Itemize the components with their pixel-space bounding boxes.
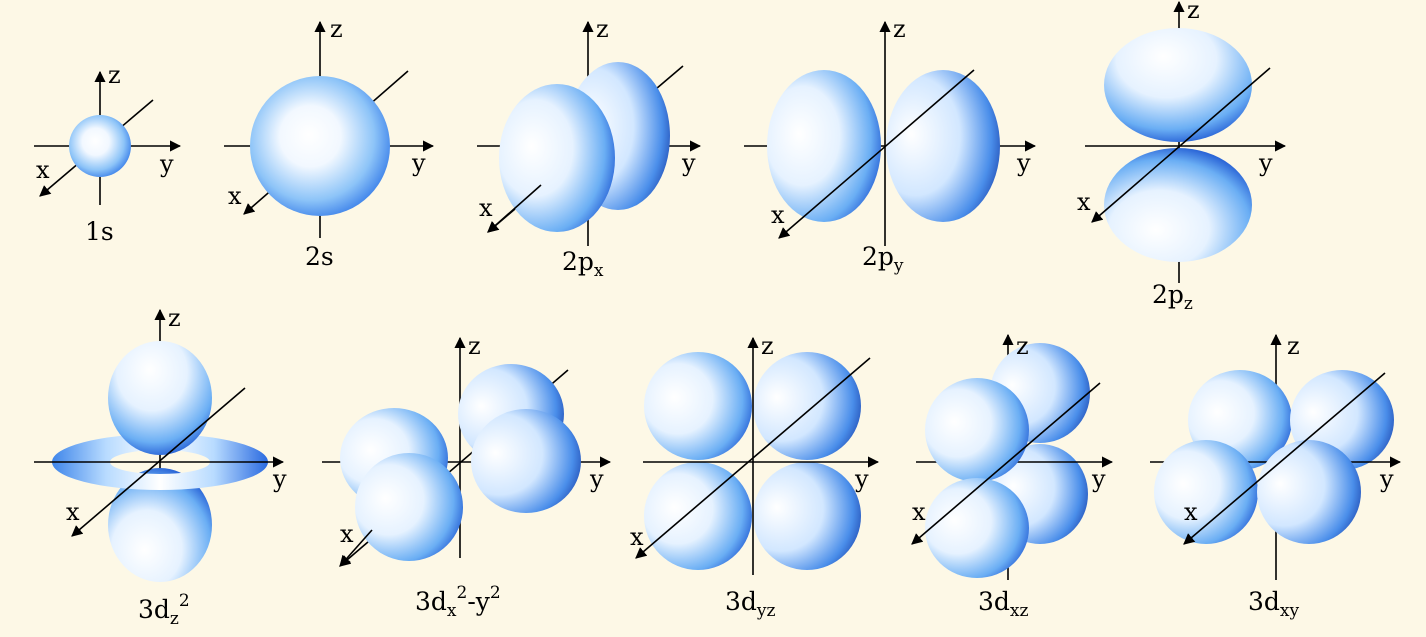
y-axis-label: y	[1258, 149, 1273, 177]
orbital-label: 2px	[562, 247, 604, 281]
orbital-label: 3dxy	[1248, 587, 1300, 621]
y-axis-label: y	[1091, 465, 1106, 493]
orbital-2s: z y x 2s	[224, 15, 435, 271]
z-axis-label: z	[468, 332, 481, 360]
x-axis-label: x	[66, 498, 80, 526]
orbital-2pz: z y x 2pz	[1077, 0, 1287, 314]
x-axis-label: x	[1077, 188, 1091, 216]
y-axis-label: y	[681, 149, 696, 177]
orbital-label: 1s	[85, 217, 114, 246]
x-axis-label: x	[228, 182, 242, 210]
y-axis-label: y	[1016, 149, 1031, 177]
orbital-label: 2pz	[1152, 280, 1193, 314]
z-axis-label: z	[1016, 332, 1029, 360]
z-axis-label: z	[596, 15, 609, 43]
orbital-label: 3dz2	[138, 591, 190, 629]
orbital-3dxz: z y x 3dxz	[911, 332, 1114, 621]
orbital-label: 3dxz	[978, 587, 1029, 621]
orbital-3dz2: z y x 3dz2	[34, 304, 287, 629]
z-axis-label: z	[168, 304, 181, 332]
z-axis-label: z	[1187, 0, 1200, 24]
y-axis-label: y	[411, 149, 426, 177]
orbital-2py: z y x 2py	[744, 15, 1037, 276]
orbital-3dx2-y2: z y x 3dx2-y2	[322, 332, 612, 621]
orbital-label: 3dx2-y2	[415, 583, 501, 621]
x-axis-label: x	[771, 201, 785, 229]
orbital-label: 2s	[305, 242, 334, 271]
x-axis-label: x	[912, 498, 926, 526]
orbital-label: 3dyz	[725, 587, 776, 621]
orbital-label: 2py	[862, 242, 904, 276]
x-axis-label: x	[36, 156, 50, 184]
z-axis-label: z	[893, 15, 906, 43]
z-axis-label: z	[761, 332, 774, 360]
z-axis-label: z	[108, 61, 121, 89]
x-axis-label: x	[479, 194, 493, 222]
y-axis-label: y	[589, 465, 604, 493]
orbital-3dyz: z y x 3dyz	[630, 332, 880, 621]
orbital-2px: z y x 2px	[477, 15, 702, 281]
x-axis-label: x	[1184, 498, 1198, 526]
y-axis-label: y	[159, 150, 174, 178]
y-axis-label: y	[1379, 465, 1394, 493]
y-axis-label: y	[854, 465, 869, 493]
x-axis-label: x	[630, 523, 644, 551]
orbital-3dxy: z y x 3dxy	[1150, 332, 1402, 621]
x-axis-label: x	[340, 520, 354, 548]
y-axis-label: y	[272, 465, 287, 493]
orbital-1s: z y x 1s	[34, 61, 182, 246]
z-axis-label: z	[330, 15, 343, 43]
z-axis-label: z	[1287, 332, 1300, 360]
